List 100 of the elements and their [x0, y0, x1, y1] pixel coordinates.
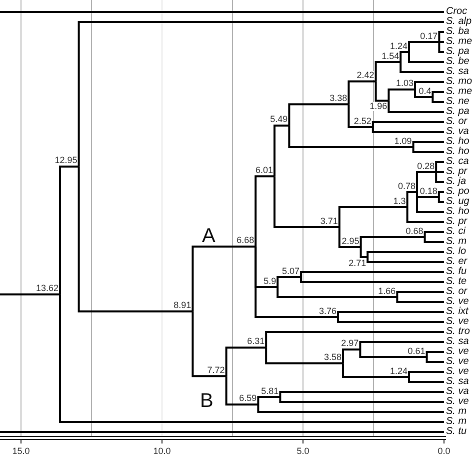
branch-line: [438, 191, 444, 197]
branch-line: [388, 100, 444, 113]
species-label: S. mo: [446, 77, 472, 87]
clade-label: B: [200, 391, 214, 411]
node-age-label: 1.66: [378, 286, 396, 296]
species-label: S. va: [446, 387, 469, 397]
node-age-label: 6.59: [239, 394, 257, 403]
node-age-label: 0.18: [420, 186, 438, 196]
node-age-label: 0.28: [417, 162, 435, 170]
branch-line: [432, 91, 444, 97]
branch-line: [276, 276, 301, 287]
node-age-label: 1.09: [394, 136, 412, 146]
node-age-label: 2.52: [354, 116, 372, 126]
species-label: S. fu: [446, 267, 467, 277]
node-age-label: 0.78: [398, 182, 416, 190]
branch-line: [366, 251, 444, 257]
branch-line: [408, 377, 444, 383]
branch-line: [424, 231, 444, 237]
branch-line: [342, 348, 360, 364]
species-label: S. alp: [446, 17, 472, 27]
species-label: S. ve: [446, 317, 469, 327]
branch-line: [414, 81, 444, 90]
species-label: S. ne: [446, 97, 470, 107]
branch-line: [438, 31, 444, 42]
node-age-label: 12.95: [54, 156, 78, 166]
branch-line: [348, 104, 373, 128]
branch-line: [0, 431, 444, 433]
species-label: S. ca: [446, 157, 469, 167]
branch-line: [265, 348, 343, 364]
branch-line: [396, 291, 444, 297]
branch-line: [438, 42, 444, 53]
branch-line: [435, 171, 444, 173]
branch-line: [338, 227, 361, 248]
branch-line: [400, 62, 444, 73]
species-label: S. ba: [446, 27, 470, 37]
species-label: S. ci: [446, 227, 466, 237]
species-label: S. tro: [446, 327, 470, 337]
branch-line: [265, 331, 444, 348]
branch-line: [360, 236, 425, 247]
axis-tick-label: 5.0: [296, 446, 310, 456]
species-label: S. ve: [446, 347, 469, 357]
species-label: S. pr: [446, 217, 468, 227]
branch-line: [0, 293, 60, 296]
node-age-label: 0.4: [418, 86, 432, 96]
branch-line: [396, 297, 444, 303]
species-label: S. va: [446, 127, 469, 137]
node-age-label: 2.97: [341, 339, 359, 348]
node-age-label: 5.81: [261, 386, 279, 396]
branch-line: [254, 246, 338, 318]
species-label: S. ja: [446, 177, 466, 187]
node-age-label: 2.42: [356, 70, 374, 80]
branch-line: [276, 287, 398, 298]
species-label: S. pa: [446, 107, 470, 117]
node-age-label: 8.91: [174, 300, 192, 310]
branch-line: [388, 88, 415, 101]
species-label: S. pr: [446, 167, 468, 177]
node-age-label: 3.38: [330, 94, 348, 103]
node-age-label: 1.24: [390, 42, 408, 50]
species-label: S. lo: [446, 247, 466, 257]
species-label: S. tu: [446, 427, 467, 437]
branch-line: [192, 311, 226, 378]
node-age-label: 0.61: [408, 346, 426, 356]
node-age-label: 6.68: [236, 236, 254, 246]
axis-tick-label: 15.0: [12, 446, 30, 456]
branch-line: [414, 90, 433, 98]
node-age-label: 1.03: [396, 79, 414, 88]
branch-line: [438, 197, 444, 203]
branch-line: [424, 237, 444, 243]
branch-line: [374, 81, 389, 102]
branch-line: [254, 175, 274, 247]
species-label: S. ve: [446, 397, 469, 407]
branch-line: [372, 127, 444, 133]
branch-line: [338, 206, 408, 227]
species-label: S. te: [446, 277, 467, 287]
node-age-label: 5.07: [282, 266, 300, 276]
branch-line: [337, 311, 444, 317]
branch-line: [225, 346, 266, 376]
branch-line: [348, 80, 376, 104]
branch-line: [366, 257, 444, 263]
species-label: S. ve: [446, 297, 469, 307]
node-age-label: 1.3: [393, 196, 406, 206]
species-label: S. po: [446, 187, 470, 197]
branch-line: [279, 397, 444, 403]
branch-line: [374, 61, 401, 82]
node-age-label: 2.95: [342, 236, 360, 246]
branch-line: [300, 277, 444, 283]
species-label: S. or: [446, 117, 468, 127]
species-label: S. sa: [446, 67, 469, 77]
node-age-label: 7.72: [207, 366, 225, 375]
species-label: S. sa: [446, 337, 469, 347]
node-age-label: 2.71: [348, 258, 366, 268]
branch-line: [192, 246, 256, 312]
species-label: S. er: [446, 257, 468, 267]
branch-line: [438, 41, 444, 43]
branch-line: [274, 176, 340, 228]
species-label: S. ho: [446, 147, 470, 157]
species-label: S. or: [446, 287, 468, 297]
axis-tick-label: 0.0: [438, 446, 450, 456]
species-label: S. me: [446, 37, 472, 47]
branch-line: [359, 341, 444, 350]
